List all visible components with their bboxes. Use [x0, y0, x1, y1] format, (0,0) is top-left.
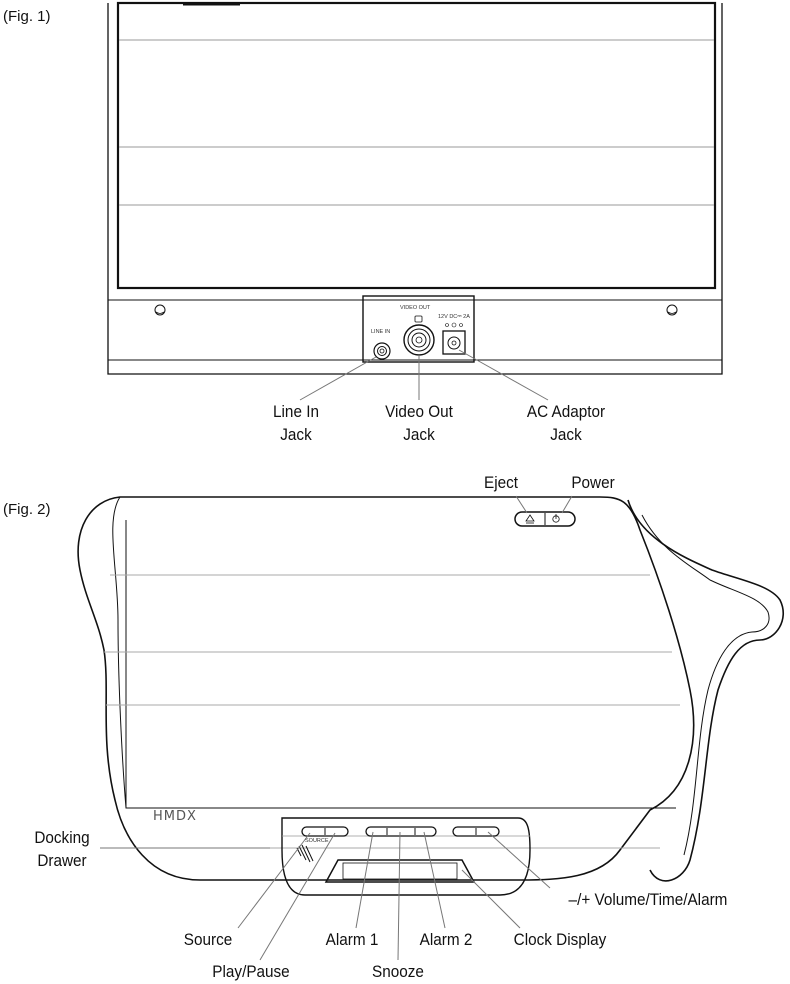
callout-docking-drawer: Docking Drawer	[19, 826, 105, 872]
fig1-back-view	[107, 1, 723, 401]
screw-right	[666, 304, 678, 316]
callout-docking-drawer-line1: Docking	[34, 828, 90, 847]
callout-power: Power	[571, 473, 615, 492]
callout-snooze: Snooze	[372, 962, 424, 981]
callout-video-out-line1: Video Out	[385, 402, 453, 421]
callout-clock-display: Clock Display	[513, 930, 607, 949]
fig1-label: (Fig. 1)	[3, 8, 51, 25]
callout-alarm-1: Alarm 1	[325, 930, 379, 949]
callout-eject: Eject	[483, 473, 519, 492]
fig2-front-view	[77, 495, 785, 961]
callout-ac-adaptor-line1: AC Adaptor	[526, 402, 606, 421]
fig2-label: (Fig. 2)	[3, 501, 51, 518]
line-in-jack	[373, 342, 391, 360]
callout-line-in-line2: Jack	[280, 425, 312, 444]
callout-play-pause: Play/Pause	[212, 962, 290, 981]
callout-alarm-2: Alarm 2	[419, 930, 473, 949]
callout-docking-drawer-line2: Drawer	[37, 851, 87, 870]
source-button-text: SOURCE	[305, 838, 329, 844]
video-out-label: VIDEO OUT	[400, 305, 431, 311]
dc-rating-label: 12V DC⎓ 2A	[438, 314, 470, 320]
callout-ac-adaptor-jack: AC Adaptor Jack	[512, 400, 620, 446]
callout-ac-adaptor-line2: Jack	[550, 425, 582, 444]
callout-line-in-jack: Line In Jack	[260, 400, 332, 446]
line-in-label: LINE IN	[371, 329, 390, 335]
callout-volume-time-alarm: –/+ Volume/Time/Alarm	[568, 890, 728, 909]
callout-source: Source	[183, 930, 233, 949]
alarm-snooze-buttons	[365, 826, 437, 837]
eject-power-pill	[514, 511, 576, 527]
brand-logo: HMDX	[153, 809, 197, 824]
callout-video-out-jack: Video Out Jack	[374, 400, 464, 446]
volume-buttons	[452, 826, 500, 837]
callout-line-in-line1: Line In	[273, 402, 319, 421]
source-play-buttons	[301, 826, 349, 837]
ac-adaptor-jack	[442, 322, 466, 355]
screw-left	[154, 304, 166, 316]
video-out-jack	[403, 315, 435, 356]
callout-video-out-line2: Jack	[403, 425, 435, 444]
